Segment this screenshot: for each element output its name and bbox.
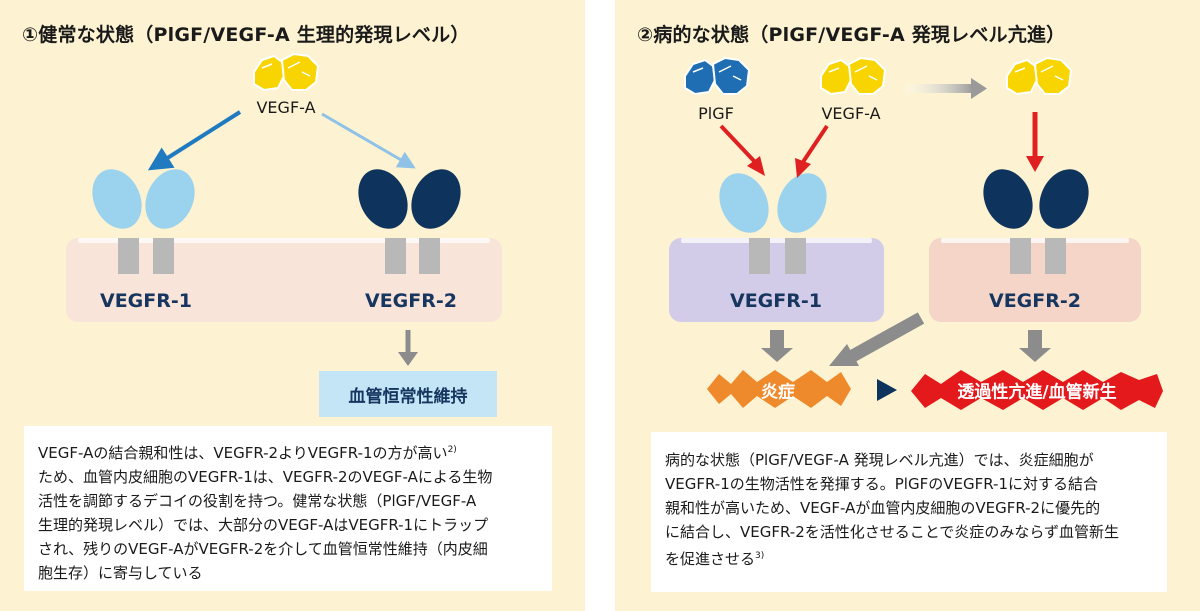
vegfr2-cell-membrane — [929, 238, 1141, 322]
desc-line: 胞生存）に寄与している — [38, 564, 203, 582]
progression-arrow-icon — [877, 379, 897, 401]
vegfa-ligand-icon — [1006, 56, 1073, 96]
arrow-vegfr1-to-inflammation — [770, 330, 784, 350]
desc-line: ため、血管内皮細胞のVEGFR-1は、VEGFR-2のVEGF-Aによる生物 — [38, 468, 493, 486]
vegfr1-stem-right — [785, 238, 806, 274]
outcome-label: 透過性亢進/血管新生 — [957, 382, 1117, 403]
arrow-vegfa-to-vegfr1 — [147, 110, 242, 171]
vegfr1-stem-left — [118, 238, 139, 274]
right-arrows — [707, 78, 1163, 410]
outcome-burst — [911, 370, 1163, 410]
desc-line: され、残りのVEGF-AがVEGFR-2を介して血管恒常性維持（内皮細 — [38, 540, 488, 558]
desc-line: を促進させる — [665, 550, 756, 568]
vegfr2-label: VEGFR-2 — [365, 290, 457, 312]
plgf-label: PlGF — [698, 104, 734, 123]
desc-line: VEGF-Aの結合親和性は、VEGFR-2よりVEGFR-1の方が高い — [38, 444, 448, 462]
vegfr1-stem-right — [153, 238, 174, 274]
vegfr1-stem-left — [749, 238, 770, 274]
vegfa-label: VEGF-A — [256, 98, 316, 117]
vegfr1-cell-membrane — [669, 238, 884, 322]
vegfr2-stem-left — [385, 238, 406, 274]
desc-line: 親和性が高いため、VEGF-Aが血管内皮細胞のVEGFR-2に優先的 — [665, 499, 1101, 517]
desc-line: VEGFR-1の生物活性を発揮する。PlGFのVEGFR-1に対する結合 — [665, 475, 1098, 493]
vegfr1-label: VEGFR-1 — [100, 290, 192, 312]
reference-marker: 3) — [755, 551, 765, 561]
arrow-vegfa-to-vegfr2 — [321, 112, 416, 169]
inflammation-label: 炎症 — [761, 382, 795, 403]
pathological-description: 病的な状態（PlGF/VEGF-A 発現レベル亢進）では、炎症細胞が VEGFR… — [651, 432, 1167, 592]
desc-line: 生理的発現レベル）では、大部分のVEGF-AはVEGFR-1にトラップ — [38, 516, 489, 534]
healthy-state-panel: ①健常な状態（PlGF/VEGF-A 生理的発現レベル） VEGF-A VEGF… — [0, 0, 585, 611]
reference-marker: 2) — [447, 445, 457, 455]
arrow-vegfa-translocation — [905, 84, 973, 93]
healthy-description: VEGF-Aの結合親和性は、VEGFR-2よりVEGFR-1の方が高い2) ため… — [24, 426, 552, 591]
vegfr1-label: VEGFR-1 — [730, 290, 822, 312]
homeostasis-box: 血管恒常性維持 — [319, 371, 497, 417]
desc-line: に結合し、VEGFR-2を活性化させることで炎症のみならず血管新生 — [665, 523, 1120, 541]
vegfr2-stem-right — [1045, 238, 1066, 274]
inflammation-burst — [707, 370, 851, 408]
vegfr2-label: VEGFR-2 — [989, 290, 1081, 312]
arrow-vegfr2-to-inflammation — [845, 312, 925, 364]
desc-line: 病的な状態（PlGF/VEGF-A 発現レベル亢進）では、炎症細胞が — [665, 451, 1094, 469]
arrow-vegfa-to-vegfr1 — [801, 124, 829, 164]
vegfr2-stem-right — [419, 238, 440, 274]
panel-title-healthy: ①健常な状態（PlGF/VEGF-A 生理的発現レベル） — [22, 24, 470, 46]
arrow-vegfr2-to-outcome — [1028, 330, 1042, 350]
plgf-ligand-icon — [684, 56, 751, 96]
vegfa-ligand-icon — [820, 56, 887, 96]
vegfa-label: VEGF-A — [821, 104, 881, 123]
vegfa-ligand-icon — [253, 52, 320, 92]
vegfr2-stem-left — [1010, 238, 1031, 274]
pathological-state-panel: ②病的な状態（PlGF/VEGF-A 発現レベル亢進） PlGF VEGF-A … — [615, 0, 1200, 611]
left-arrows — [147, 110, 418, 366]
arrow-plgf-to-vegfr1 — [719, 124, 757, 164]
desc-line: 活性を調節するデコイの役割を持つ。健常な状態（PlGF/VEGF-A — [38, 492, 477, 510]
panel-title-pathological: ②病的な状態（PlGF/VEGF-A 発現レベル亢進） — [637, 24, 1066, 46]
